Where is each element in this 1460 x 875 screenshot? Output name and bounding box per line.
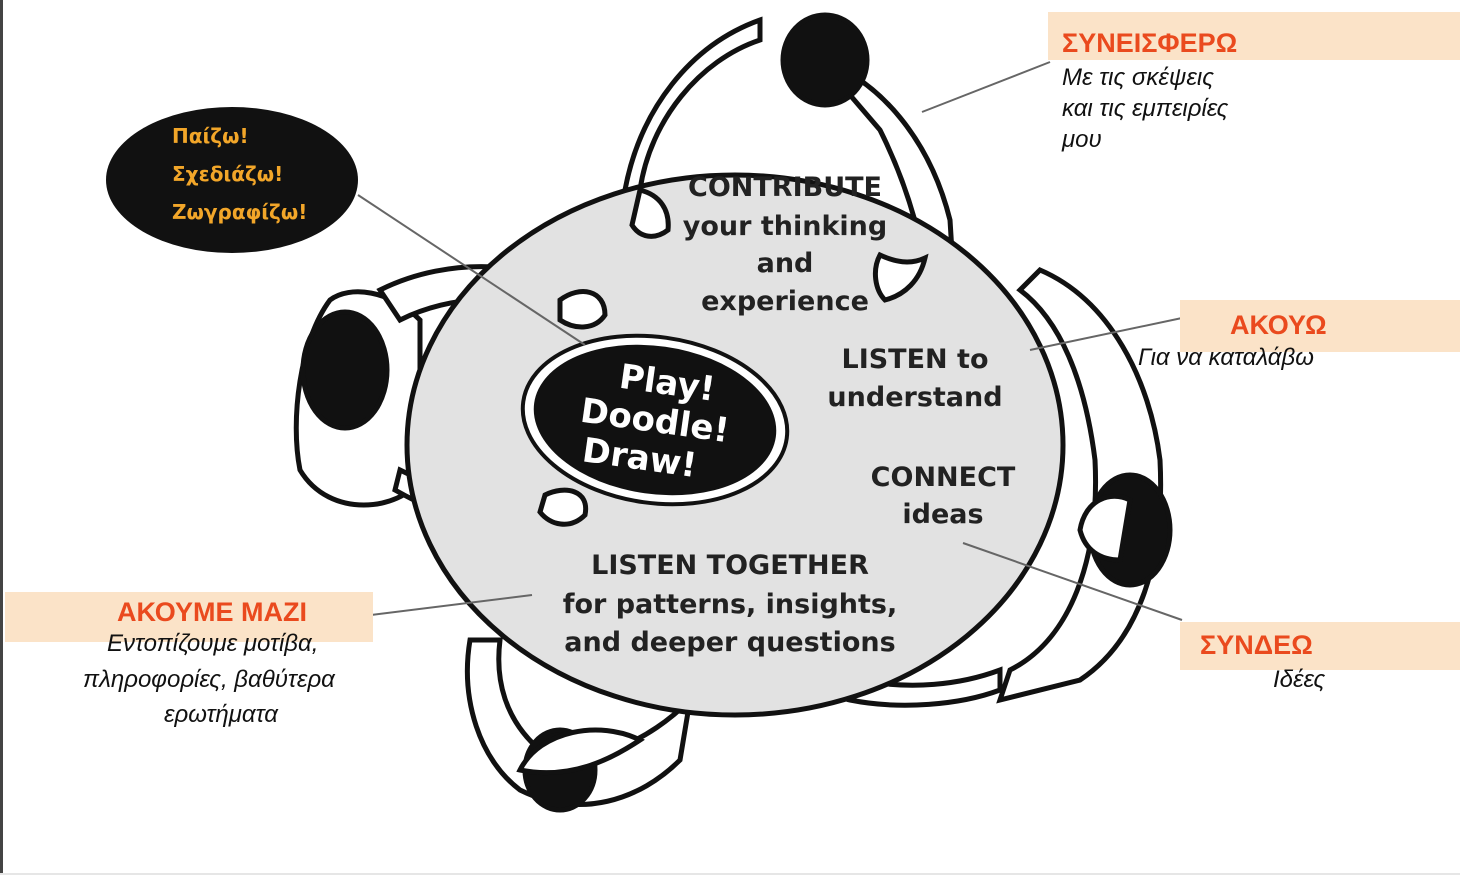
contribute-annotation-band xyxy=(1048,12,1460,60)
greek-play-bubble xyxy=(106,107,358,253)
listen-label-line-1: LISTEN to xyxy=(841,344,988,375)
connect-annotation-band xyxy=(1180,622,1460,670)
together-annotation-title: ΑΚΟΥΜΕ ΜΑΖΙ xyxy=(117,597,308,627)
listen-annotation-title: ΑΚΟΥΩ xyxy=(1230,310,1327,340)
contribute-annotation-title: ΣΥΝΕΙΣΦΕΡΩ xyxy=(1062,28,1238,58)
contribute-label-line-4: experience xyxy=(701,286,869,317)
together-annotation-band xyxy=(5,592,373,642)
left-person-hands xyxy=(537,289,608,527)
contribute-label: CONTRIBUTE your thinking and experience xyxy=(683,172,887,317)
together-label-line-2: for patterns, insights, xyxy=(563,589,898,620)
connect-label-line-2: ideas xyxy=(902,499,983,530)
center-oval xyxy=(533,344,777,496)
contribute-annotation-line-1: Με τις σκέψεις xyxy=(1062,64,1214,91)
together-annotation-line-2: πληροφορίες, βαθύτερα xyxy=(83,666,335,693)
bubble-line-1: Παίζω! xyxy=(172,124,249,148)
together-label-line-3: and deeper questions xyxy=(564,627,895,658)
together-annotation-line-3: ερωτήματα xyxy=(164,701,278,728)
contribute-annotation-line-2: και τις εμπειρίες xyxy=(1062,95,1229,122)
connect-label: CONNECT ideas xyxy=(871,462,1016,530)
connector-connect xyxy=(962,542,1183,621)
listen-label: LISTEN to understand xyxy=(827,344,1002,413)
person-bottom xyxy=(465,637,694,813)
bottom-border xyxy=(0,873,1460,875)
contribute-label-line-3: and xyxy=(757,248,814,279)
connector-together xyxy=(354,594,533,618)
together-label-line-1: LISTEN TOGETHER xyxy=(591,550,869,581)
contribute-label-line-1: CONTRIBUTE xyxy=(688,172,882,203)
contribute-annotation-line-3: μου xyxy=(1062,126,1102,153)
connect-label-line-1: CONNECT xyxy=(871,462,1016,493)
bubble-line-2: Σχεδιάζω! xyxy=(172,162,284,186)
connect-annotation-line-1: Ιδέες xyxy=(1273,666,1326,693)
listen-annotation-band xyxy=(1180,300,1460,352)
person-right xyxy=(846,267,1173,708)
connector-listen xyxy=(1029,317,1183,351)
bubble-line-3: Ζωγραφίζω! xyxy=(172,200,308,224)
listen-label-line-2: understand xyxy=(827,382,1002,413)
connector-contribute xyxy=(921,61,1051,113)
contribute-label-line-2: your thinking xyxy=(683,211,887,242)
connector-bubble xyxy=(357,194,586,346)
connect-annotation-title: ΣΥΝΔΕΩ xyxy=(1200,630,1313,660)
together-annotation-line-1: Εντοπίζουμε μοτίβα, xyxy=(107,630,319,657)
left-border xyxy=(0,0,3,875)
listen-annotation-line-1: Για να καταλάβω xyxy=(1138,344,1314,371)
top-person-hand xyxy=(629,186,929,303)
together-label: LISTEN TOGETHER for patterns, insights, … xyxy=(563,550,898,658)
